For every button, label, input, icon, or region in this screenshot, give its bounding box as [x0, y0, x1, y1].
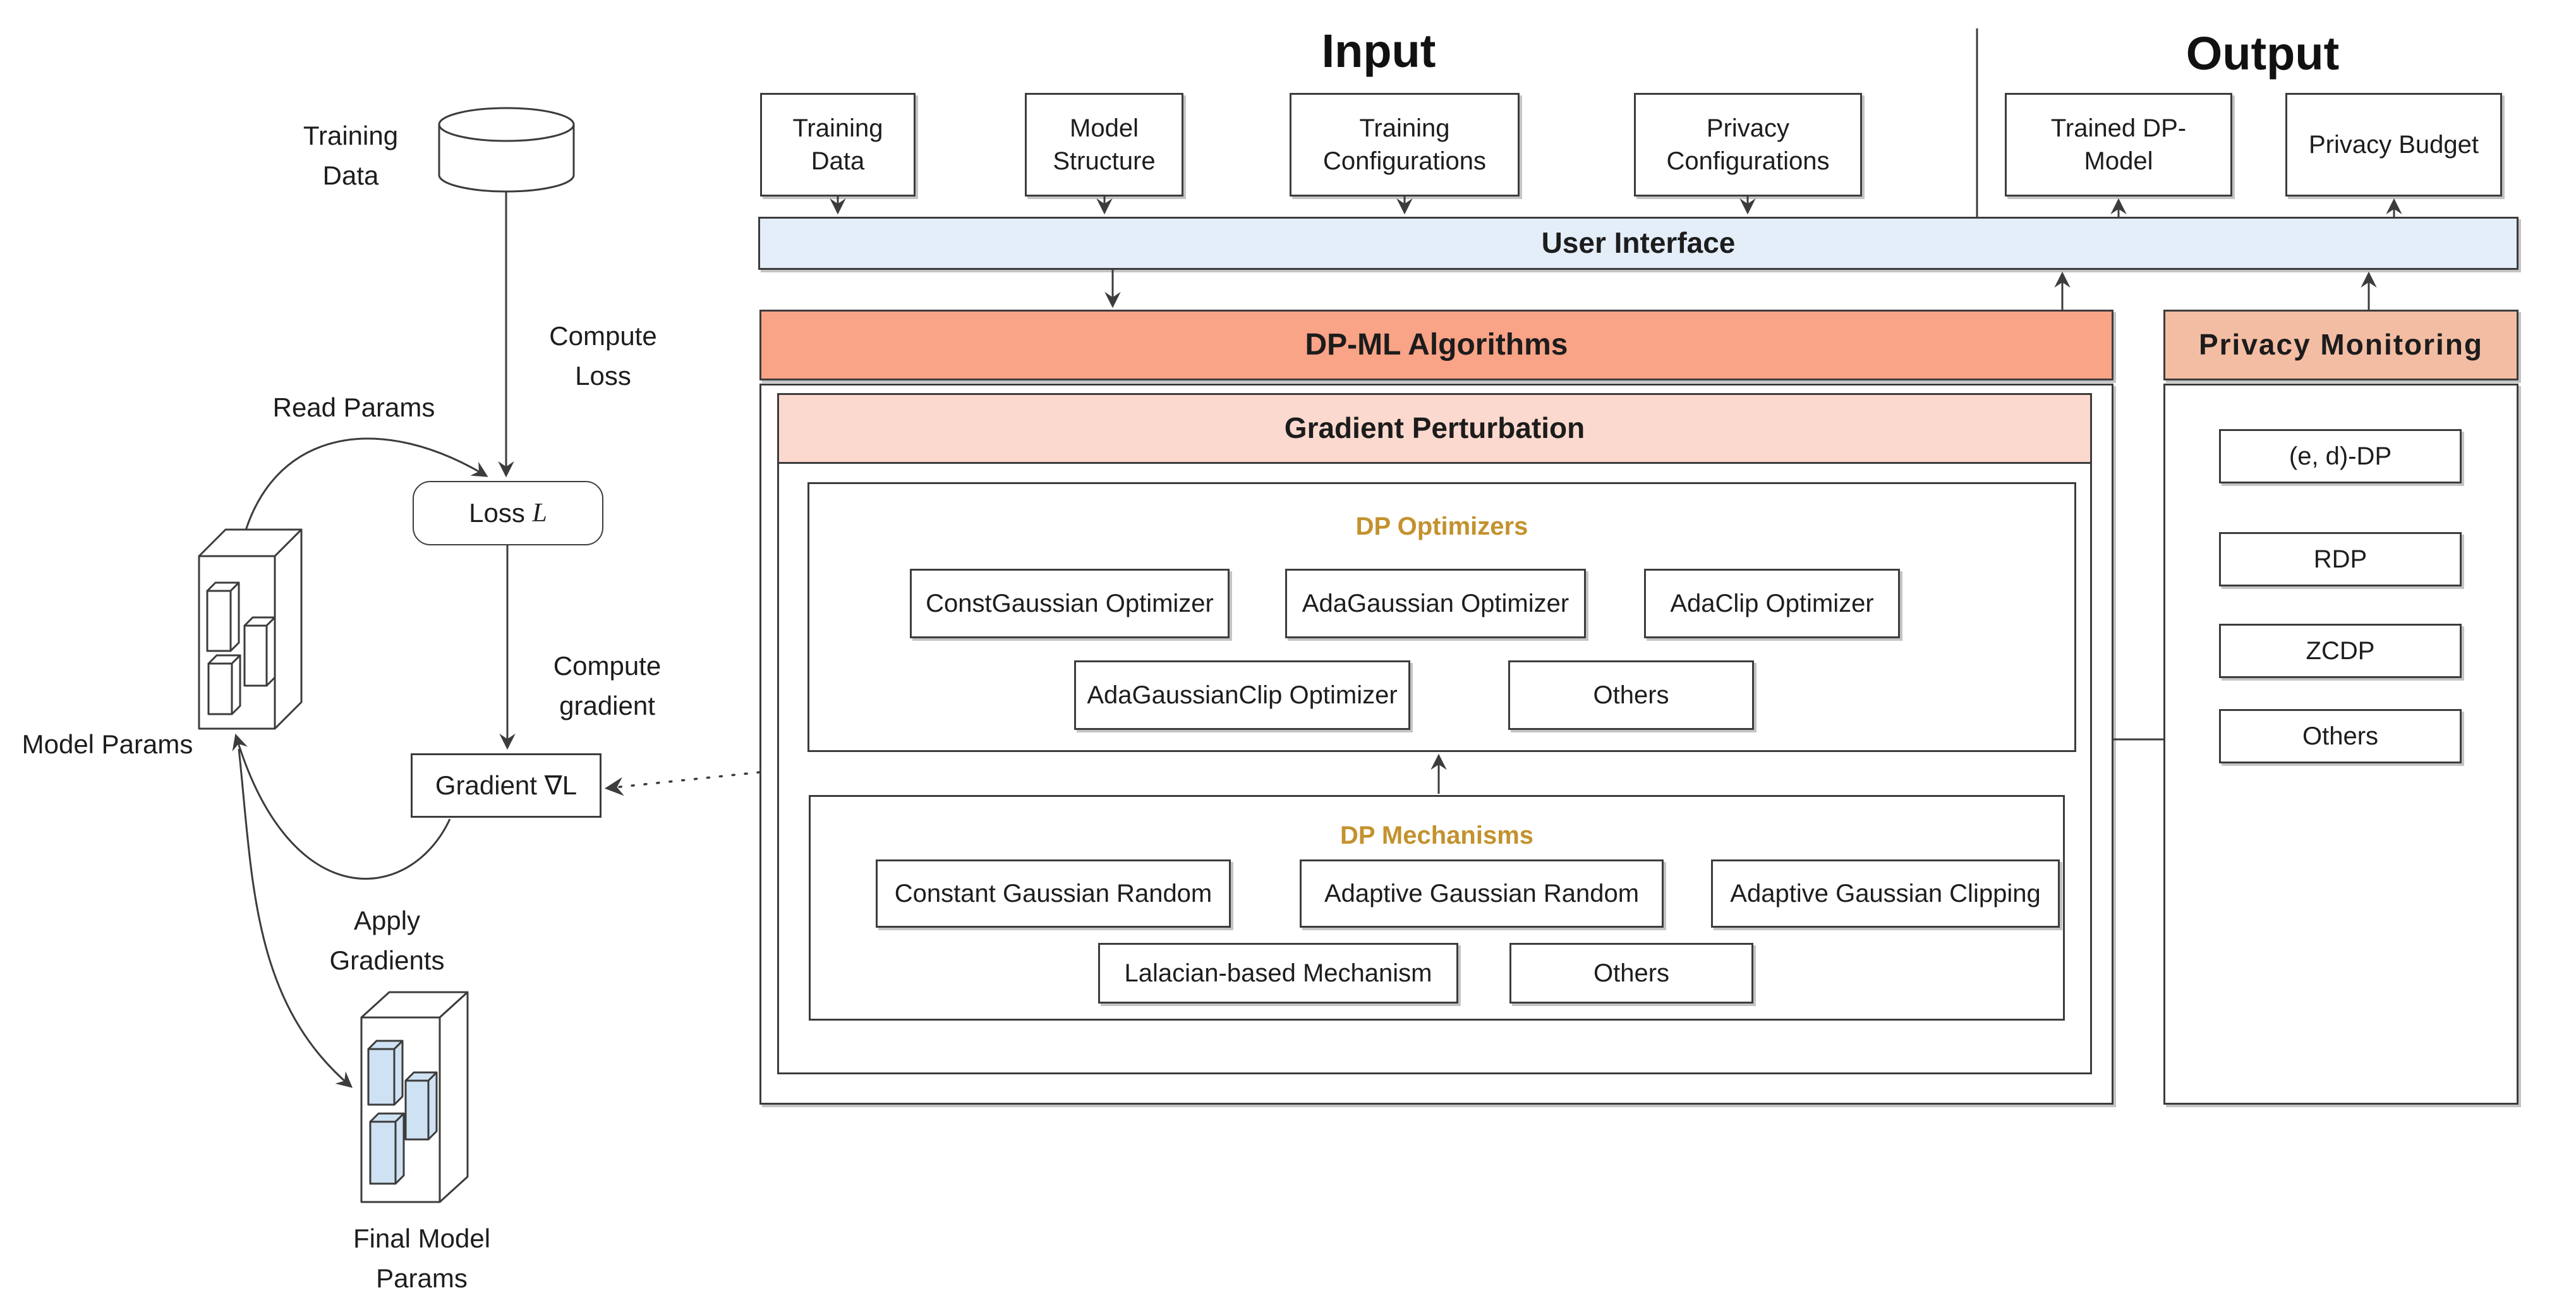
compute-loss-label: Compute Loss	[549, 321, 657, 391]
gradient-box-prefix: Gradient	[435, 770, 537, 800]
optimizer-box-adaclip: AdaClip Optimizer	[1644, 569, 1900, 638]
output-box-privacy-budget-label: Privacy Budget	[2308, 131, 2479, 159]
optimizer-box-adagaussianclip: AdaGaussianClip Optimizer	[1074, 660, 1410, 730]
input-box-privacy-configurations: Privacy Configurations	[1634, 93, 1862, 197]
dp-optimizers-title: DP Optimizers	[1355, 513, 1528, 540]
privacy-box-zcdp: ZCDP	[2219, 624, 2462, 678]
output-box-privacy-budget: Privacy Budget	[2285, 93, 2502, 197]
mechanism-box-constant-gaussian-random-label: Constant Gaussian Random	[894, 880, 1212, 907]
gradient-perturbation-header: Gradient Perturbation	[777, 393, 2092, 464]
optimizer-box-adagaussianclip-label: AdaGaussianClip Optimizer	[1087, 681, 1398, 709]
mechanism-box-lalacian-based: Lalacian-based Mechanism	[1098, 943, 1458, 1004]
output-box-trained-dp-model-label: Trained DP-Model	[2050, 114, 2187, 175]
loss-box-prefix: Loss	[469, 497, 525, 528]
output-box-trained-dp-model: Trained DP-Model	[2005, 93, 2232, 197]
dpml-algorithms-container	[759, 384, 2113, 1105]
input-box-model-structure: Model Structure	[1025, 93, 1183, 197]
dp-mechanisms-group	[809, 795, 2065, 1021]
user-interface-bar: User Interface	[758, 217, 2519, 270]
final-model-params-label: Final Model Params	[353, 1223, 491, 1293]
input-box-training-configurations: Training Configurations	[1290, 93, 1520, 197]
privacy-monitoring-header: Privacy Monitoring	[2163, 310, 2519, 380]
mechanism-box-adaptive-gaussian-random: Adaptive Gaussian Random	[1300, 859, 1664, 928]
read-params-label: Read Params	[272, 392, 435, 422]
dpml-algorithms-header-label: DP-ML Algorithms	[1305, 327, 1568, 361]
model-params-label: Model Params	[21, 729, 193, 759]
privacy-monitoring-header-label: Privacy Monitoring	[2198, 328, 2484, 361]
optimizer-box-adagaussian: AdaGaussian Optimizer	[1285, 569, 1586, 638]
gradient-perturbation-header-label: Gradient Perturbation	[1284, 411, 1585, 445]
optimizer-box-constgaussian-label: ConstGaussian Optimizer	[926, 590, 1214, 617]
optimizer-box-adagaussian-label: AdaGaussian Optimizer	[1302, 590, 1569, 617]
arrow-dpml-to-gradient-dotted	[604, 771, 761, 796]
dpml-algorithms-header: DP-ML Algorithms	[759, 310, 2113, 380]
final-model-params-icon	[360, 991, 469, 1203]
mechanism-box-constant-gaussian-random: Constant Gaussian Random	[876, 859, 1231, 928]
privacy-box-ed-dp: (e, d)-DP	[2219, 429, 2462, 483]
loss-box: Loss L	[413, 481, 603, 545]
compute-gradient-label: Compute gradient	[553, 651, 662, 720]
input-box-privacy-configurations-label: Privacy Configurations	[1666, 114, 1830, 175]
data-cylinder-label: Data	[478, 139, 535, 169]
mechanism-box-others: Others	[1509, 943, 1753, 1004]
gradient-symbol: ∇L	[544, 770, 577, 800]
optimizer-box-others: Others	[1508, 660, 1754, 730]
dp-optimizers-group	[807, 482, 2076, 752]
input-box-training-data-label: Training Data	[792, 114, 883, 175]
privacy-box-rdp-label: RDP	[2313, 545, 2367, 573]
privacy-box-ed-dp-label: (e, d)-DP	[2289, 442, 2392, 470]
apply-gradients-label: Apply Gradients	[329, 906, 445, 975]
optimizer-box-adaclip-label: AdaClip Optimizer	[1670, 590, 1874, 617]
training-data-flow-label: Training Data	[303, 121, 399, 190]
user-interface-label: User Interface	[1541, 226, 1736, 260]
optimizer-box-others-label: Others	[1593, 681, 1669, 709]
loss-symbol: L	[532, 498, 547, 528]
mechanism-box-adaptive-gaussian-random-label: Adaptive Gaussian Random	[1324, 880, 1640, 907]
privacy-box-rdp: RDP	[2219, 532, 2462, 586]
input-box-training-data: Training Data	[760, 93, 916, 197]
privacy-box-others: Others	[2219, 709, 2462, 763]
privacy-monitoring-container	[2163, 384, 2519, 1105]
input-box-training-configurations-label: Training Configurations	[1323, 114, 1486, 175]
input-box-model-structure-label: Model Structure	[1053, 114, 1156, 175]
output-section-title: Output	[2186, 27, 2340, 80]
privacy-box-zcdp-label: ZCDP	[2306, 637, 2375, 665]
privacy-box-others-label: Others	[2302, 722, 2379, 750]
model-params-icon	[198, 528, 303, 730]
mechanism-box-adaptive-gaussian-clipping: Adaptive Gaussian Clipping	[1711, 859, 2060, 928]
gradient-box: Gradient ∇L	[411, 753, 602, 818]
mechanism-box-others-label: Others	[1593, 959, 1670, 987]
optimizer-box-constgaussian: ConstGaussian Optimizer	[910, 569, 1230, 638]
mechanism-box-lalacian-based-label: Lalacian-based Mechanism	[1124, 959, 1432, 987]
mechanism-box-adaptive-gaussian-clipping-label: Adaptive Gaussian Clipping	[1730, 880, 2041, 907]
dp-mechanisms-title: DP Mechanisms	[1339, 822, 1534, 849]
input-section-title: Input	[1321, 25, 1436, 77]
